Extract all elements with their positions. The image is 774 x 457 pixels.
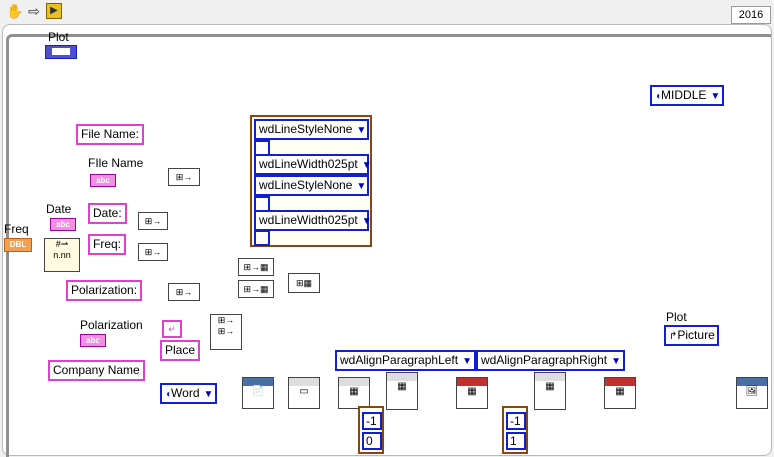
- chevron-down-icon: ▼: [356, 181, 367, 192]
- line-width-enum-1[interactable]: wdLineWidth025pt▼: [254, 154, 372, 175]
- date-terminal[interactable]: abc: [50, 218, 76, 231]
- hand-tool-icon[interactable]: ✋: [6, 3, 24, 19]
- polarization-terminal[interactable]: abc: [80, 334, 106, 347]
- image-icon: 🖼: [745, 386, 759, 397]
- date-label: Date: [46, 202, 72, 216]
- numeric-constant[interactable]: 0: [362, 432, 382, 450]
- middle-enum[interactable]: ◖MIDDLE▼: [650, 85, 725, 106]
- build-array-node-1[interactable]: ⊞→▦: [238, 258, 274, 276]
- table-icon: ▦: [349, 386, 359, 397]
- align-right-enum[interactable]: wdAlignParagraphRight▼: [476, 350, 625, 371]
- index-cluster-right: -1 1: [502, 406, 528, 454]
- word-open-vi[interactable]: ▭: [288, 377, 320, 409]
- line-style-enum-1[interactable]: wdLineStyleNone▼: [254, 119, 369, 140]
- line-style-bool-3[interactable]: [254, 230, 270, 246]
- refnum-icon: ↱: [669, 331, 678, 342]
- chevron-down-icon: ▼: [203, 389, 214, 400]
- table-style-vi-1[interactable]: ▦: [456, 377, 488, 409]
- numeric-constant[interactable]: -1: [506, 412, 526, 430]
- align-left-enum[interactable]: wdAlignParagraphLeft▼: [335, 350, 476, 371]
- run-highlight-icon[interactable]: ▶: [46, 3, 62, 19]
- version-label: 2016: [731, 6, 771, 24]
- chevron-down-icon: ▼: [462, 356, 472, 367]
- new-report-vi[interactable]: 📄: [242, 377, 274, 409]
- bundle-node-4[interactable]: ⊞→: [168, 283, 200, 301]
- format-table-vi-1[interactable]: ▦: [386, 372, 418, 410]
- place-enter-icon[interactable]: ↵: [162, 320, 182, 338]
- file-name-indicator-label: FIle Name: [88, 156, 144, 170]
- polarization-indicator-label: Polarization: [80, 318, 143, 332]
- concat-node[interactable]: ⊞→⊞→: [210, 314, 242, 350]
- chevron-down-icon: ▼: [361, 216, 372, 227]
- append-image-vi[interactable]: 🖼: [736, 377, 768, 409]
- toolbar: ✋ ⇨ ▶ 2016: [0, 0, 774, 24]
- table-style-vi-2[interactable]: ▦: [604, 377, 636, 409]
- numeric-constant[interactable]: 1: [506, 432, 526, 450]
- date-constant[interactable]: Date:: [88, 203, 127, 224]
- plot-top-terminal[interactable]: [45, 45, 77, 59]
- file-name-terminal[interactable]: abc: [90, 174, 116, 187]
- place-constant[interactable]: Place: [160, 340, 201, 361]
- chevron-down-icon: ▼: [361, 160, 372, 171]
- table-icon: ▦: [397, 381, 407, 392]
- plot-top-label: Plot: [48, 30, 69, 44]
- line-style-enum-2[interactable]: wdLineStyleNone▼: [254, 175, 369, 196]
- numeric-constant[interactable]: -1: [362, 412, 382, 430]
- format-table-vi-2[interactable]: ▦: [534, 372, 566, 410]
- enum-tag-icon: ◖: [655, 91, 662, 102]
- freq-constant[interactable]: Freq:: [88, 234, 127, 255]
- bundle-node-1[interactable]: ⊞→: [168, 168, 200, 186]
- format-number-node[interactable]: #⇀n.nn: [44, 238, 80, 272]
- table-icon: ▦: [545, 381, 555, 392]
- company-name-constant[interactable]: Company Name: [48, 360, 145, 381]
- table-icon: ▦: [615, 386, 625, 397]
- document-icon: 📄: [251, 386, 265, 397]
- bundle-node-3[interactable]: ⊞→: [138, 243, 168, 261]
- plot-graph-icon: [52, 48, 70, 55]
- document-icon: ▭: [299, 386, 309, 397]
- line-width-enum-2[interactable]: wdLineWidth025pt▼: [254, 210, 372, 231]
- chevron-down-icon: ▼: [710, 91, 721, 102]
- enum-tag-icon: ◖: [165, 389, 172, 400]
- index-cluster-left: -1 0: [358, 406, 384, 454]
- build-array-node-3[interactable]: ⊞▦: [288, 273, 320, 293]
- table-icon: ▦: [467, 386, 477, 397]
- arrow-tool-icon[interactable]: ⇨: [28, 3, 40, 19]
- polarization-constant[interactable]: Polarization:: [66, 280, 143, 301]
- bundle-node-2[interactable]: ⊞→: [138, 212, 168, 230]
- chevron-down-icon: ▼: [356, 125, 367, 136]
- plot-picture-refnum[interactable]: ↱Picture: [664, 325, 719, 346]
- chevron-down-icon: ▼: [611, 356, 621, 367]
- freq-terminal[interactable]: DBL: [4, 238, 32, 252]
- freq-label: Freq: [4, 222, 29, 236]
- build-array-node-2[interactable]: ⊞→▦: [238, 280, 274, 298]
- plot-picture-label: Plot: [666, 310, 687, 324]
- file-name-constant[interactable]: File Name:: [76, 124, 145, 145]
- insert-table-vi-1[interactable]: ▦: [338, 377, 370, 409]
- line-style-cluster: wdLineStyleNone▼ wdLineWidth025pt▼ wdLin…: [250, 115, 372, 247]
- word-enum[interactable]: ◖Word▼: [160, 383, 218, 404]
